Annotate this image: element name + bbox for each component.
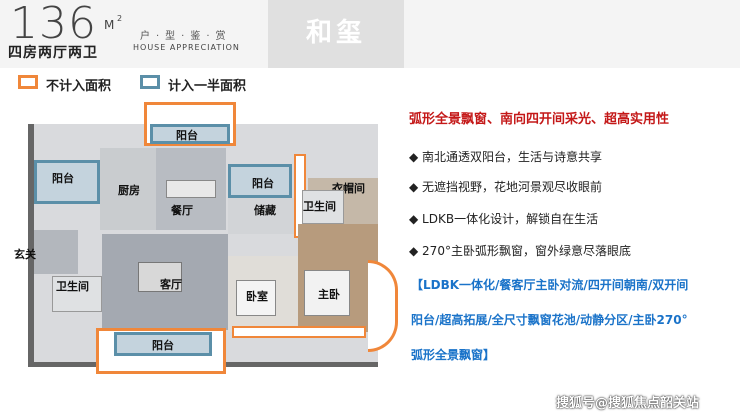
size-number: 136 <box>10 0 97 49</box>
bathroom-right <box>302 190 344 224</box>
size-unit-superscript: 2 <box>117 14 123 23</box>
appreciation-subtitle: HOUSE APPRECIATION <box>133 43 240 52</box>
room-label: 主卧 <box>318 288 340 301</box>
balcony-bottom <box>114 332 212 356</box>
bed <box>236 280 276 316</box>
legend-label: 不计入面积 <box>46 79 112 94</box>
feature-bullet: ◆ LDKB一体化设计，解锁自在生活 <box>409 212 599 226</box>
room-label: 储藏 <box>254 204 276 217</box>
feature-bullet: ◆ 南北通透双阳台，生活与诗意共享 <box>409 150 603 164</box>
feature-headline: 弧形全景飘窗、南向四开间采光、超高实用性 <box>409 112 670 127</box>
header-bar: 136 2 M 四房两厅两卫 户·型·鉴·赏 HOUSE APPRECIATIO… <box>0 0 740 68</box>
balcony-left <box>34 160 100 204</box>
legend-swatch-orange <box>18 75 38 89</box>
highlight-line: 阳台/超高拓展/全尺寸飘窗花池/动静分区/主卧270° <box>411 313 688 327</box>
legend-swatch-blue <box>140 75 160 89</box>
sofa <box>138 262 182 292</box>
highlight-line: 【LDBK一体化/餐客厅主卧对流/四开间朝南/双开间 <box>411 278 689 292</box>
feature-bullet: ◆ 无遮挡视野，花地河景观尽收眼前 <box>409 180 603 194</box>
highlight-line: 弧形全景飘窗】 <box>411 348 496 362</box>
feature-bullets: ◆ 南北通透双阳台，生活与诗意共享 ◆ 无遮挡视野，花地河景观尽收眼前 ◆ LD… <box>409 140 734 260</box>
storage <box>228 198 296 234</box>
room-label: 阳台 <box>152 339 174 352</box>
room-label: 阳台 <box>252 177 274 190</box>
room-label: 卫生间 <box>303 200 336 213</box>
feature-highlights: 【LDBK一体化/餐客厅主卧对流/四开间朝南/双开间 阳台/超高拓展/全尺寸飘窗… <box>406 276 736 366</box>
layout-title: 四房两厅两卫 <box>8 45 98 61</box>
room-label: 阳台 <box>52 172 74 185</box>
room-label: 客厅 <box>160 278 182 291</box>
room-label: 玄关 <box>14 248 36 261</box>
balcony-mid <box>228 164 292 198</box>
brand-logo-text: 和玺 <box>305 18 366 48</box>
master-bed <box>304 270 350 316</box>
balcony-top <box>150 124 230 144</box>
watermark: 搜狐号@搜狐焦点韶关站 <box>556 396 700 411</box>
bathroom-left <box>52 276 102 312</box>
kitchen <box>100 148 156 230</box>
entrance <box>34 230 78 274</box>
brand-panel: 和玺 <box>268 0 404 68</box>
room-label: 卫生间 <box>56 280 89 293</box>
bedroom-window-ledge <box>232 326 366 338</box>
dining-table <box>166 180 216 198</box>
bay-window <box>368 260 398 352</box>
legend-label: 计入一半面积 <box>168 79 247 94</box>
room-label: 餐厅 <box>171 204 193 217</box>
feature-bullet: ◆ 270°主卧弧形飘窗，窗外绿意尽落眼底 <box>409 244 631 258</box>
room-label: 厨房 <box>118 184 140 197</box>
floor-plan: 阳台 阳台 厨房 餐厅 阳台 储藏 衣帽间 卫生间 玄关 卫生间 客厅 卧室 主… <box>8 100 400 385</box>
room-label: 卧室 <box>246 290 268 303</box>
room-label: 阳台 <box>176 129 198 142</box>
wall <box>28 124 34 364</box>
appreciation-title: 户·型·鉴·赏 <box>140 31 232 42</box>
size-unit: M <box>104 18 115 32</box>
features-panel: 弧形全景飘窗、南向四开间采光、超高实用性 <box>409 108 734 127</box>
